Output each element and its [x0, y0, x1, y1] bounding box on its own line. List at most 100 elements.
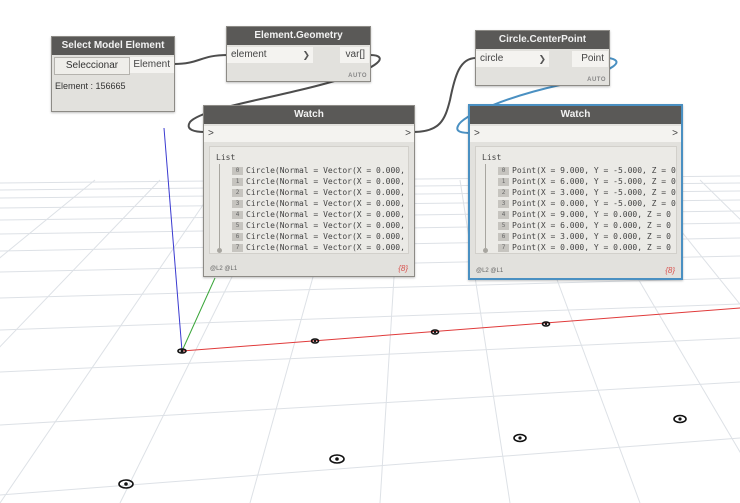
list-item-text: Point(X = 6.000, Y = 0.000, Z = 0	[512, 221, 671, 230]
circle-marker	[177, 348, 187, 354]
wire-geometry-to-watch	[187, 54, 381, 133]
node-title: Watch	[204, 106, 414, 124]
chevron-right-icon: ❯	[538, 54, 546, 64]
list-index: 1	[498, 177, 509, 186]
auto-badge: AUTO	[348, 73, 367, 79]
list-index: 0	[498, 166, 509, 175]
list-item-text: Point(X = 9.000, Y = 0.000, Z = 0	[512, 210, 671, 219]
list-index: 7	[232, 243, 243, 252]
circle-marker	[513, 433, 527, 443]
list-item-text: Point(X = 0.000, Y = -5.000, Z = 0	[512, 199, 676, 208]
watch-input-port[interactable]: >	[204, 126, 406, 142]
circle-centerpoint-node[interactable]: Circle.CenterPoint circle ❯ Point AUTO	[475, 30, 610, 86]
list-levels: @L2 @L1	[210, 266, 238, 272]
point-output-port[interactable]: Point	[572, 51, 608, 67]
port-label: circle	[480, 53, 504, 64]
list-index: 0	[232, 166, 243, 175]
list-item-text: Circle(Normal = Vector(X = 0.000,	[246, 243, 405, 252]
element-input-port[interactable]: element ❯	[227, 47, 313, 63]
list-item-text: Point(X = 0.000, Y = 0.000, Z = 0	[512, 243, 671, 252]
select-model-element-node[interactable]: Select Model Element Seleccionar Element…	[51, 36, 175, 112]
list-rail	[219, 164, 220, 250]
circle-marker	[329, 454, 345, 464]
chevron-right-icon: ❯	[302, 50, 310, 60]
list-index: 2	[232, 188, 243, 197]
watch-input-port[interactable]: >	[470, 126, 670, 142]
node-title: Select Model Element	[52, 37, 174, 55]
watch-output-port[interactable]: >	[669, 126, 681, 142]
port-label: element	[231, 49, 267, 60]
z-axis	[163, 127, 183, 352]
list-index: 5	[232, 221, 243, 230]
circle-marker	[310, 338, 320, 344]
list-item-text: Point(X = 9.000, Y = -5.000, Z = 0	[512, 166, 676, 175]
circle-input-port[interactable]: circle ❯	[476, 51, 549, 67]
element-output-port[interactable]: Element	[130, 57, 174, 73]
list-index: 3	[498, 199, 509, 208]
y-axis	[181, 277, 216, 352]
list-levels: @L2 @L1	[476, 268, 504, 274]
wires[interactable]	[173, 54, 477, 133]
list-rail-end	[483, 248, 488, 253]
list-item-text: Circle(Normal = Vector(X = 0.000,	[246, 199, 405, 208]
list-index: 4	[232, 210, 243, 219]
item-count: {8}	[665, 266, 675, 275]
list-item-text: Circle(Normal = Vector(X = 0.000,	[246, 166, 405, 175]
list-item-text: Circle(Normal = Vector(X = 0.000,	[246, 221, 405, 230]
circle-marker	[541, 321, 551, 327]
list-item-text: Circle(Normal = Vector(X = 0.000,	[246, 177, 405, 186]
list-index: 3	[232, 199, 243, 208]
list-item-text: Circle(Normal = Vector(X = 0.000,	[246, 210, 405, 219]
list-index: 4	[498, 210, 509, 219]
list-index: 6	[498, 232, 509, 241]
list-index: 5	[498, 221, 509, 230]
circle-marker	[118, 479, 134, 489]
list-item-text: Point(X = 6.000, Y = -5.000, Z = 0	[512, 177, 676, 186]
list-item-text: Circle(Normal = Vector(X = 0.000,	[246, 188, 405, 197]
element-geometry-node[interactable]: Element.Geometry element ❯ var[] AUTO	[226, 26, 371, 82]
list-item-text: Point(X = 3.000, Y = -5.000, Z = 0	[512, 188, 676, 197]
list-item-text: Circle(Normal = Vector(X = 0.000,	[246, 232, 405, 241]
list-index: 7	[498, 243, 509, 252]
wire-centerpoint-to-watch[interactable]	[456, 57, 618, 134]
watch-output-port[interactable]: >	[402, 126, 414, 142]
node-title: Circle.CenterPoint	[476, 31, 609, 49]
list-rail-end	[217, 248, 222, 253]
wire-element-to-geometry	[173, 54, 229, 65]
item-count: {8}	[398, 264, 408, 273]
point-markers	[124, 322, 682, 486]
list-rail	[485, 164, 486, 250]
var-output-port[interactable]: var[]	[340, 47, 369, 63]
circle-marker	[430, 329, 440, 335]
circle-markers	[118, 321, 687, 489]
list-item-text: Point(X = 3.000, Y = 0.000, Z = 0	[512, 232, 671, 241]
x-axis	[181, 307, 740, 352]
list-index: 1	[232, 177, 243, 186]
auto-badge: AUTO	[587, 77, 606, 83]
circle-marker	[673, 414, 687, 424]
select-button[interactable]: Seleccionar	[54, 57, 130, 75]
node-title: Watch	[470, 106, 681, 124]
element-value: Element : 156665	[55, 81, 126, 91]
